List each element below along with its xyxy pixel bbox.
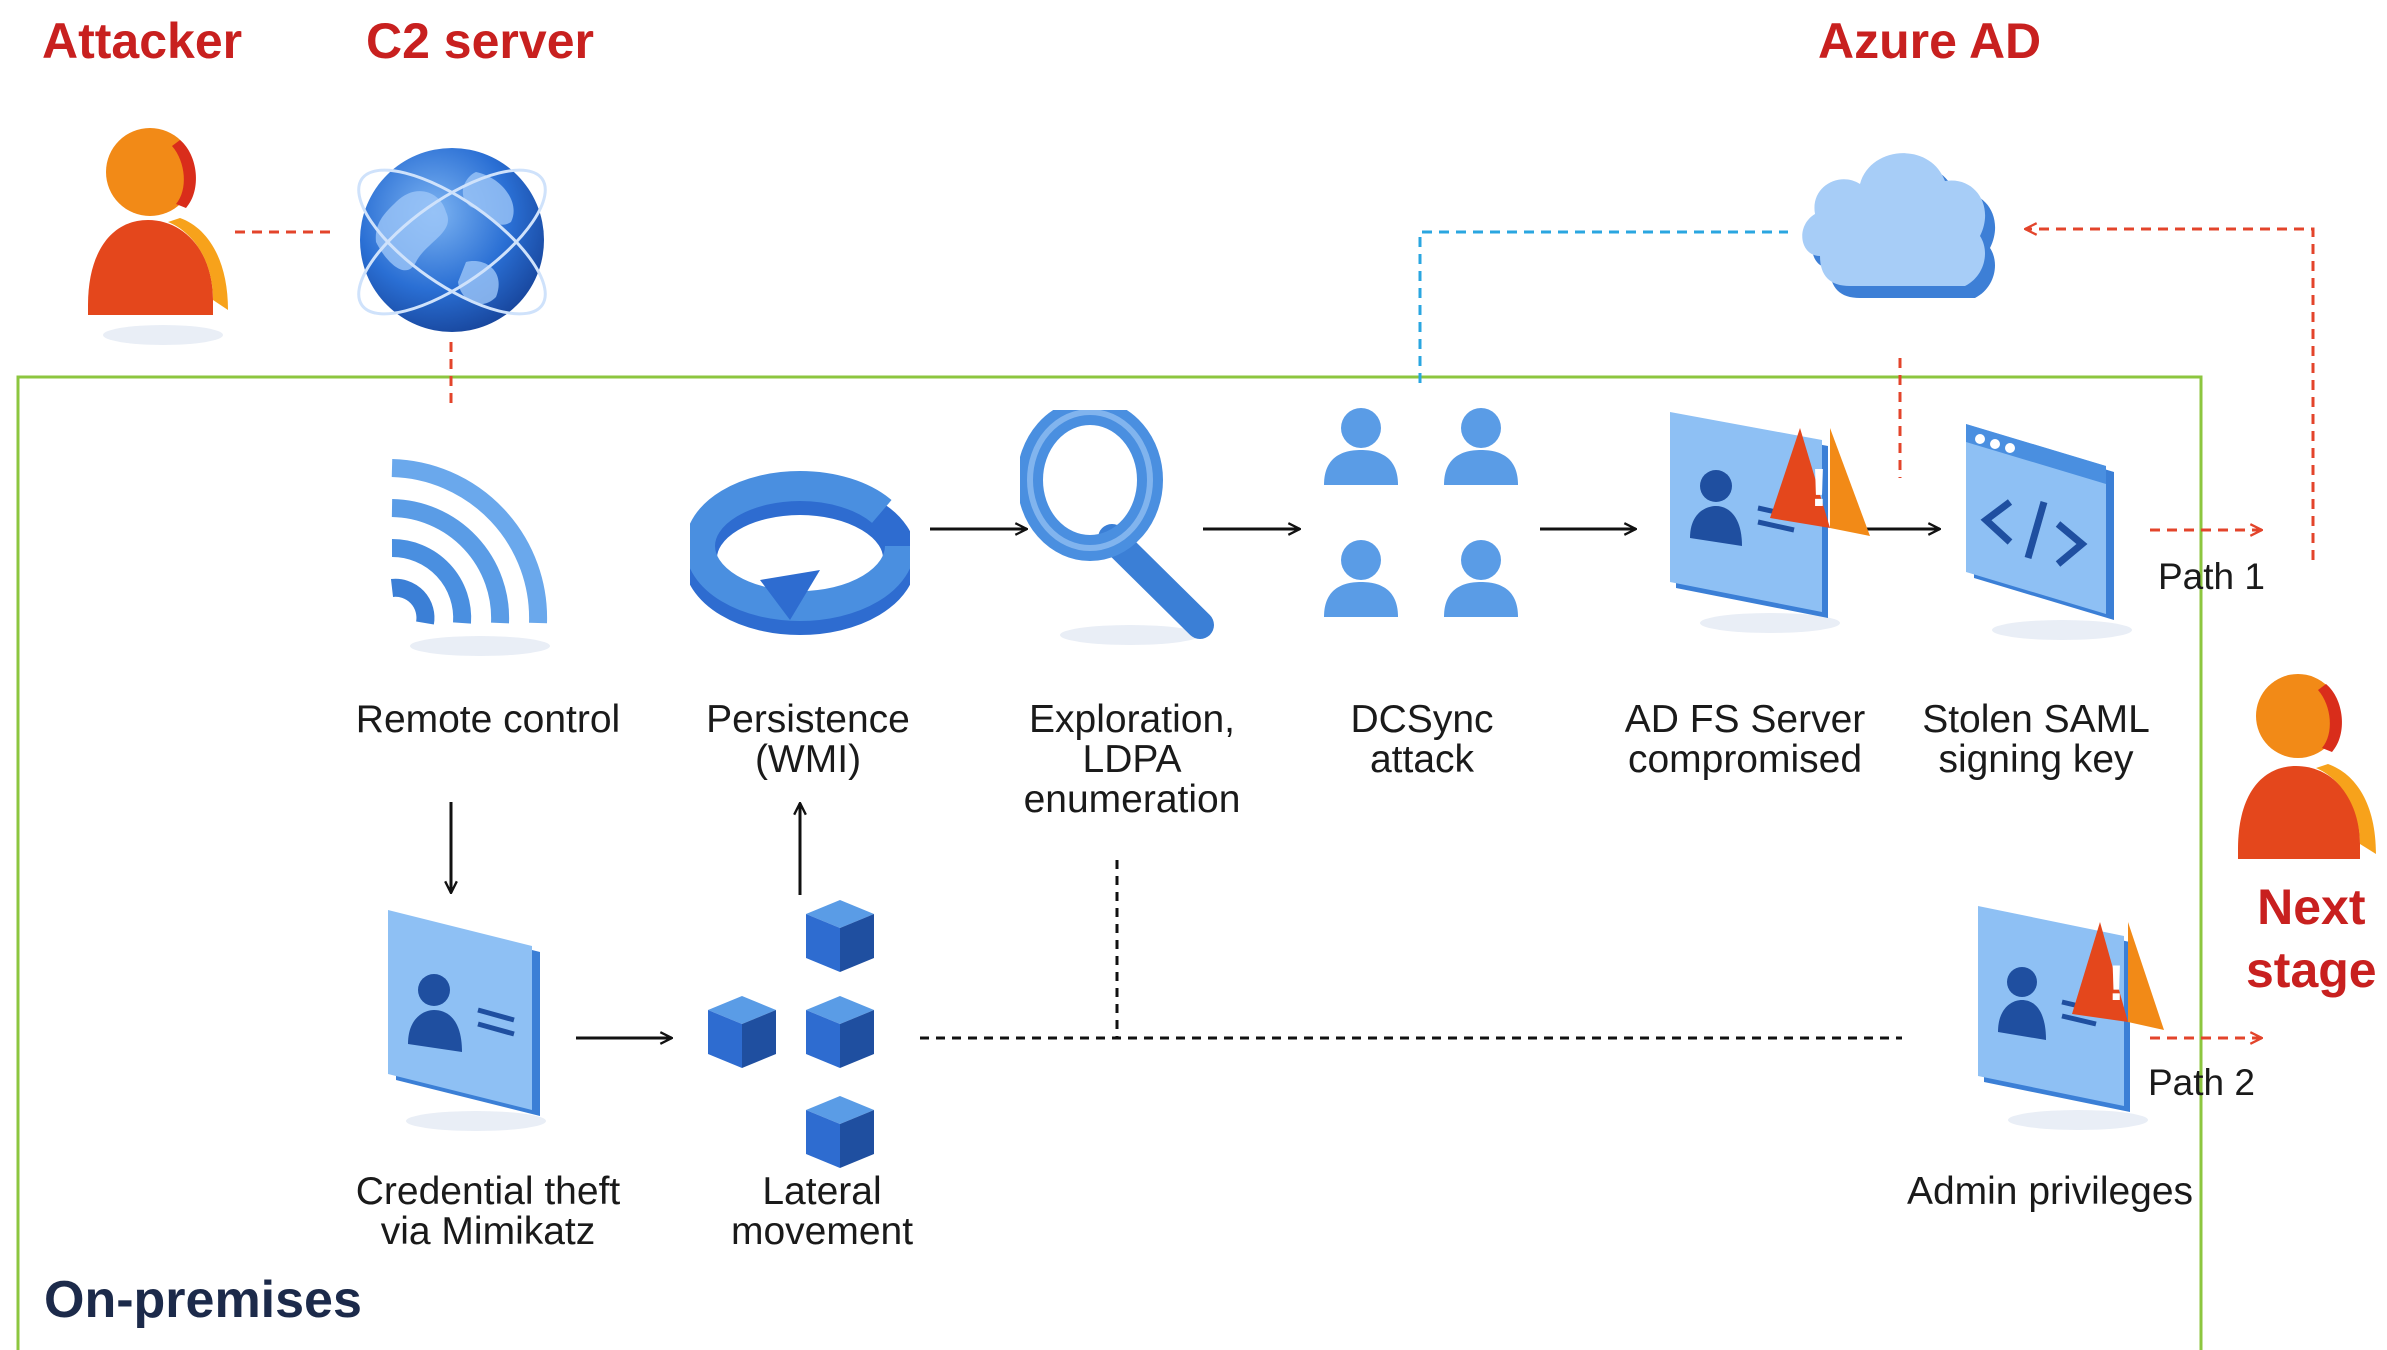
label-line: compromised <box>1627 738 1863 781</box>
label-line: Remote control <box>355 698 621 741</box>
credential-label: Credential theft via Mimikatz <box>356 1172 621 1252</box>
label-line: Lateral <box>762 1170 882 1213</box>
next-stage-azure-loop <box>2025 229 2315 560</box>
admin-label: Admin privileges <box>1907 1172 2193 1212</box>
next-stage-person-icon <box>2238 674 2376 859</box>
next-stage-label: Next stage <box>2246 876 2377 1002</box>
adfs-label: AD FS Server compromised <box>1625 700 1866 780</box>
label-line: LDPA <box>1082 738 1182 781</box>
path2-label: Path 2 <box>2148 1062 2255 1103</box>
exploration-label: Exploration, LDPA enumeration <box>1024 700 1241 820</box>
dcsync-label: DCSync attack <box>1350 700 1493 780</box>
magnifier-icon <box>1020 410 1214 645</box>
attacker-title: Attacker <box>42 13 243 69</box>
label-line: (WMI) <box>754 738 862 781</box>
signal-wave-icon <box>390 459 550 656</box>
label-line: attack <box>1369 738 1475 781</box>
code-window-icon <box>1966 424 2132 640</box>
label-line: Stolen SAML <box>1922 698 2150 741</box>
azure-ad-title: Azure AD <box>1818 13 2042 69</box>
label-line: enumeration <box>1023 778 1241 821</box>
id-card-warning-icon: ! <box>1978 906 2164 1130</box>
svg-text:!: ! <box>2108 955 2125 1011</box>
label-line: Admin privileges <box>1906 1170 2194 1213</box>
label-line: AD FS Server <box>1624 698 1866 741</box>
lateral-label: Lateral movement <box>731 1172 913 1252</box>
c2-server-title: C2 server <box>366 13 594 69</box>
dcsync-azure-link <box>1418 230 1788 383</box>
label-line: via Mimikatz <box>380 1210 596 1253</box>
on-premises-zone <box>16 375 2203 1350</box>
label-line: DCSync <box>1350 698 1494 741</box>
next-line: Next <box>2257 879 2366 935</box>
label-line: Persistence <box>706 698 910 741</box>
svg-text:!: ! <box>1810 458 1828 518</box>
label-line: Credential theft <box>355 1170 621 1213</box>
id-card-icon <box>388 910 546 1131</box>
next-line: stage <box>2246 942 2377 998</box>
saml-label: Stolen SAML signing key <box>1922 700 2150 780</box>
label-line: Exploration, <box>1029 698 1235 741</box>
on-premises-label: On-premises <box>44 1271 362 1329</box>
cloud-icon <box>1802 153 1996 298</box>
label-line: signing key <box>1938 738 2134 781</box>
id-card-warning-icon: ! <box>1670 412 1870 633</box>
globe-icon <box>357 148 547 332</box>
users-group-icon <box>1324 408 1518 617</box>
path1-label: Path 1 <box>2158 556 2265 597</box>
circular-arrow-icon <box>690 471 910 635</box>
remote-control-label: Remote control <box>356 700 620 740</box>
persistence-label: Persistence (WMI) <box>706 700 910 780</box>
attacker-person-icon <box>88 128 228 345</box>
label-line: movement <box>730 1210 914 1253</box>
cubes-icon <box>708 900 874 1168</box>
